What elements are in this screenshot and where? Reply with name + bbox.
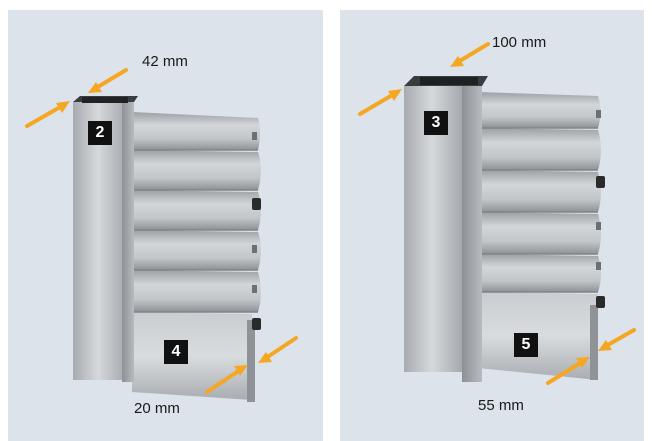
guide-rail-badge-3: 3 [424, 111, 448, 135]
slat-badge-5: 5 [514, 333, 538, 357]
right-top-dimension: 100 mm [492, 34, 547, 51]
right-arrows [358, 42, 636, 385]
slat-badge-4: 4 [164, 340, 188, 364]
left-bottom-dimension: 20 mm [134, 400, 180, 417]
left-top-dimension: 42 mm [142, 53, 188, 70]
left-shutter [73, 96, 261, 402]
left-slats [132, 112, 261, 402]
guide-rail-badge-2: 2 [88, 121, 112, 145]
right-slats [478, 92, 605, 380]
left-arrows [25, 68, 298, 394]
left-guide-rail [73, 96, 138, 382]
right-bottom-dimension: 55 mm [478, 397, 524, 414]
